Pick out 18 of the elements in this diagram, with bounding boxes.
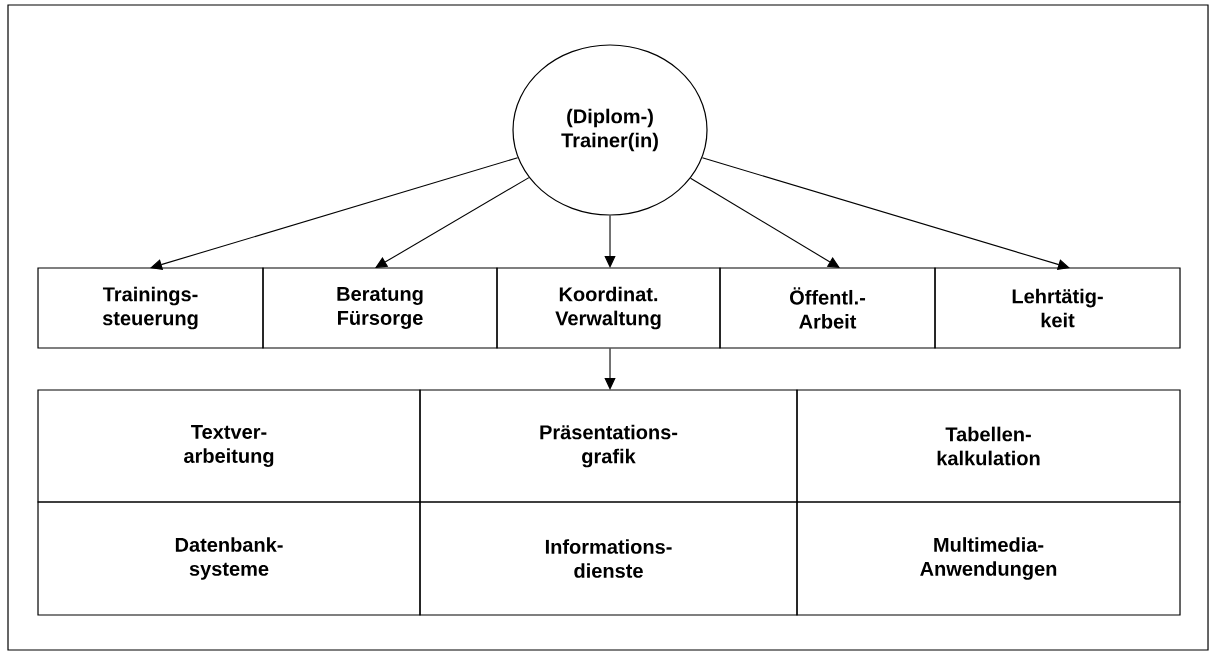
arrow	[375, 177, 530, 268]
process-box: Lehrtätig- keit	[934, 267, 1181, 349]
arrow	[701, 157, 1070, 270]
arrow	[604, 348, 616, 390]
table-cell: Multimedia- Anwendungen	[796, 501, 1181, 616]
table-cell: Datenbank- systeme	[37, 501, 421, 616]
process-box: Koordinat. Verwaltung	[496, 267, 721, 349]
table-cell: Präsentations- grafik	[419, 389, 798, 503]
process-box: Beratung Fürsorge	[262, 267, 498, 349]
arrow	[150, 157, 519, 270]
arrow	[690, 177, 840, 268]
process-box: Öffentl.- Arbeit	[719, 267, 936, 349]
arrow	[604, 215, 616, 268]
table-cell: Textver- arbeitung	[37, 389, 421, 503]
process-box: Trainings- steuerung	[37, 267, 264, 349]
ellipse-node: (Diplom-) Trainer(in)	[512, 44, 708, 216]
table-cell: Informations- dienste	[419, 501, 798, 616]
table-cell: Tabellen- kalkulation	[796, 389, 1181, 503]
